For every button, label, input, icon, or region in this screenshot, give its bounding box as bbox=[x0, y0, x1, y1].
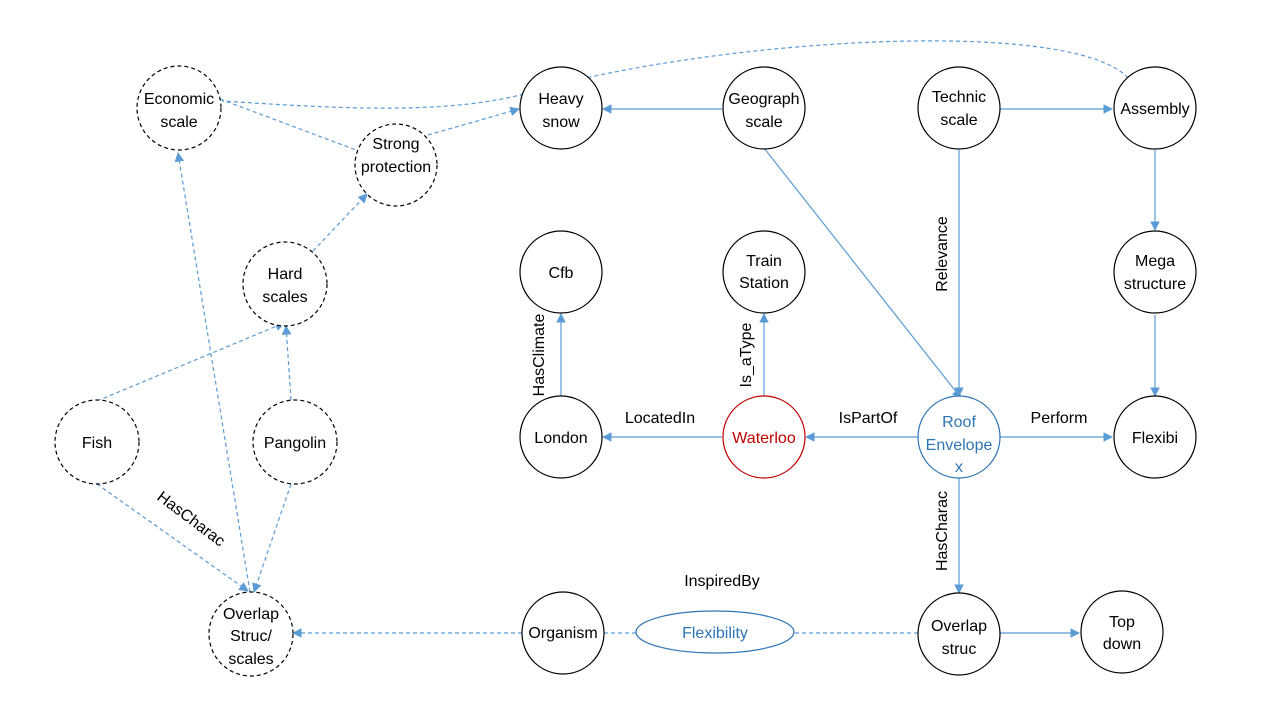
node-overlap-struc-line2: struc bbox=[942, 641, 977, 658]
node-overlap-struc-line1: Overlap bbox=[931, 618, 987, 635]
node-heavy-snow-line2: snow bbox=[542, 114, 580, 131]
node-overlap-struc-scales-line3: scales bbox=[228, 651, 273, 668]
edges bbox=[96, 40, 1160, 638]
edge-pangolin-to-hardscales bbox=[281, 325, 292, 401]
node-overlap-struc-scales-line2: Struc/ bbox=[230, 628, 272, 645]
edge-geograph-to-roof bbox=[763, 147, 962, 399]
label-has-charac-fish: HasCharac bbox=[154, 489, 228, 551]
label-located-in: LocatedIn bbox=[625, 410, 695, 427]
label-has-climate: HasClimate bbox=[531, 314, 548, 397]
node-heavy-snow[interactable]: Heavy snow bbox=[519, 66, 603, 150]
node-economic-scale[interactable]: Economic scale bbox=[136, 65, 222, 151]
node-flexibi-line1: Flexibi bbox=[1132, 430, 1178, 447]
node-geograph-scale-line1: Geograph bbox=[728, 91, 799, 108]
node-roof-envelope-line3: x bbox=[955, 459, 963, 476]
edge-assembly-to-economicscale bbox=[221, 40, 1129, 109]
node-assembly[interactable]: Assembly bbox=[1113, 66, 1197, 150]
edge-hardscales-to-strongprotection bbox=[312, 193, 368, 252]
node-geograph-scale-line2: scale bbox=[745, 114, 782, 131]
node-organism-line1: Organism bbox=[528, 625, 597, 642]
node-hard-scales-line1: Hard bbox=[268, 266, 303, 283]
nodes: Economic scale Heavy snow Geograph scale… bbox=[54, 65, 1197, 677]
node-top-down[interactable]: Top down bbox=[1080, 590, 1164, 674]
node-organism[interactable]: Organism bbox=[521, 591, 605, 675]
node-top-down-line1: Top bbox=[1109, 614, 1135, 631]
node-roof-envelope[interactable]: Roof Envelope x bbox=[917, 395, 1001, 479]
node-roof-envelope-line2: Envelope bbox=[926, 437, 993, 454]
node-economic-scale-line1: Economic bbox=[144, 91, 214, 108]
edge-economicscale-to-strongprotection bbox=[219, 98, 357, 151]
node-strong-protection[interactable]: Strong protection bbox=[354, 123, 438, 207]
node-pangolin[interactable]: Pangolin bbox=[252, 399, 338, 485]
node-overlap-struc[interactable]: Overlap struc bbox=[917, 592, 1001, 676]
node-mega-structure-line1: Mega bbox=[1135, 253, 1175, 270]
node-assembly-line1: Assembly bbox=[1120, 101, 1189, 118]
node-cfb-line1: Cfb bbox=[549, 265, 574, 282]
edge-strongprotection-to-heavysnow bbox=[427, 106, 520, 136]
node-london-line1: London bbox=[534, 430, 587, 447]
node-flexibility-line1: Flexibility bbox=[682, 625, 748, 642]
node-overlap-struc-scales[interactable]: Overlap Struc/ scales bbox=[208, 591, 294, 677]
edge-fish-to-hardscales bbox=[96, 321, 285, 402]
node-strong-protection-line2: protection bbox=[361, 159, 431, 176]
node-train-station[interactable]: Train Station bbox=[722, 230, 806, 314]
node-flexibility[interactable]: Flexibility bbox=[635, 610, 795, 654]
edge-fish-to-overlapscales bbox=[96, 483, 249, 592]
label-relevance: Relevance bbox=[934, 216, 951, 292]
node-fish[interactable]: Fish bbox=[54, 399, 140, 485]
node-hard-scales-line2: scales bbox=[262, 289, 307, 306]
node-waterloo[interactable]: Waterloo bbox=[722, 395, 806, 479]
node-roof-envelope-line1: Roof bbox=[942, 414, 976, 431]
node-overlap-struc-scales-line1: Overlap bbox=[223, 606, 279, 623]
label-has-charac-roof: HasCharac bbox=[934, 491, 951, 571]
node-waterloo-line1: Waterloo bbox=[732, 430, 796, 447]
node-train-station-line1: Train bbox=[746, 253, 782, 270]
node-mega-structure[interactable]: Mega structure bbox=[1113, 230, 1197, 314]
node-technic-scale-line1: Technic bbox=[932, 89, 986, 106]
node-flexibi[interactable]: Flexibi bbox=[1113, 395, 1197, 479]
node-mega-structure-line2: structure bbox=[1124, 276, 1186, 293]
node-top-down-line2: down bbox=[1103, 636, 1141, 653]
node-cfb[interactable]: Cfb bbox=[519, 230, 603, 314]
node-london[interactable]: London bbox=[519, 395, 603, 479]
label-is-a-type: Is_aType bbox=[738, 322, 755, 387]
node-technic-scale[interactable]: Technic scale bbox=[917, 66, 1001, 150]
node-train-station-line2: Station bbox=[739, 275, 789, 292]
edge-pangolin-to-overlapscales bbox=[252, 483, 292, 593]
label-perform: Perform bbox=[1031, 410, 1088, 427]
node-technic-scale-line2: scale bbox=[940, 112, 977, 129]
node-fish-line1: Fish bbox=[82, 435, 112, 452]
label-is-part-of: IsPartOf bbox=[839, 410, 898, 427]
node-heavy-snow-line1: Heavy bbox=[538, 91, 583, 108]
node-geograph-scale[interactable]: Geograph scale bbox=[722, 66, 806, 150]
node-hard-scales[interactable]: Hard scales bbox=[242, 241, 328, 327]
node-economic-scale-line2: scale bbox=[160, 114, 197, 131]
node-pangolin-line1: Pangolin bbox=[264, 435, 326, 452]
node-strong-protection-line1: Strong bbox=[372, 136, 419, 153]
label-inspired-by: InspiredBy bbox=[684, 573, 760, 590]
